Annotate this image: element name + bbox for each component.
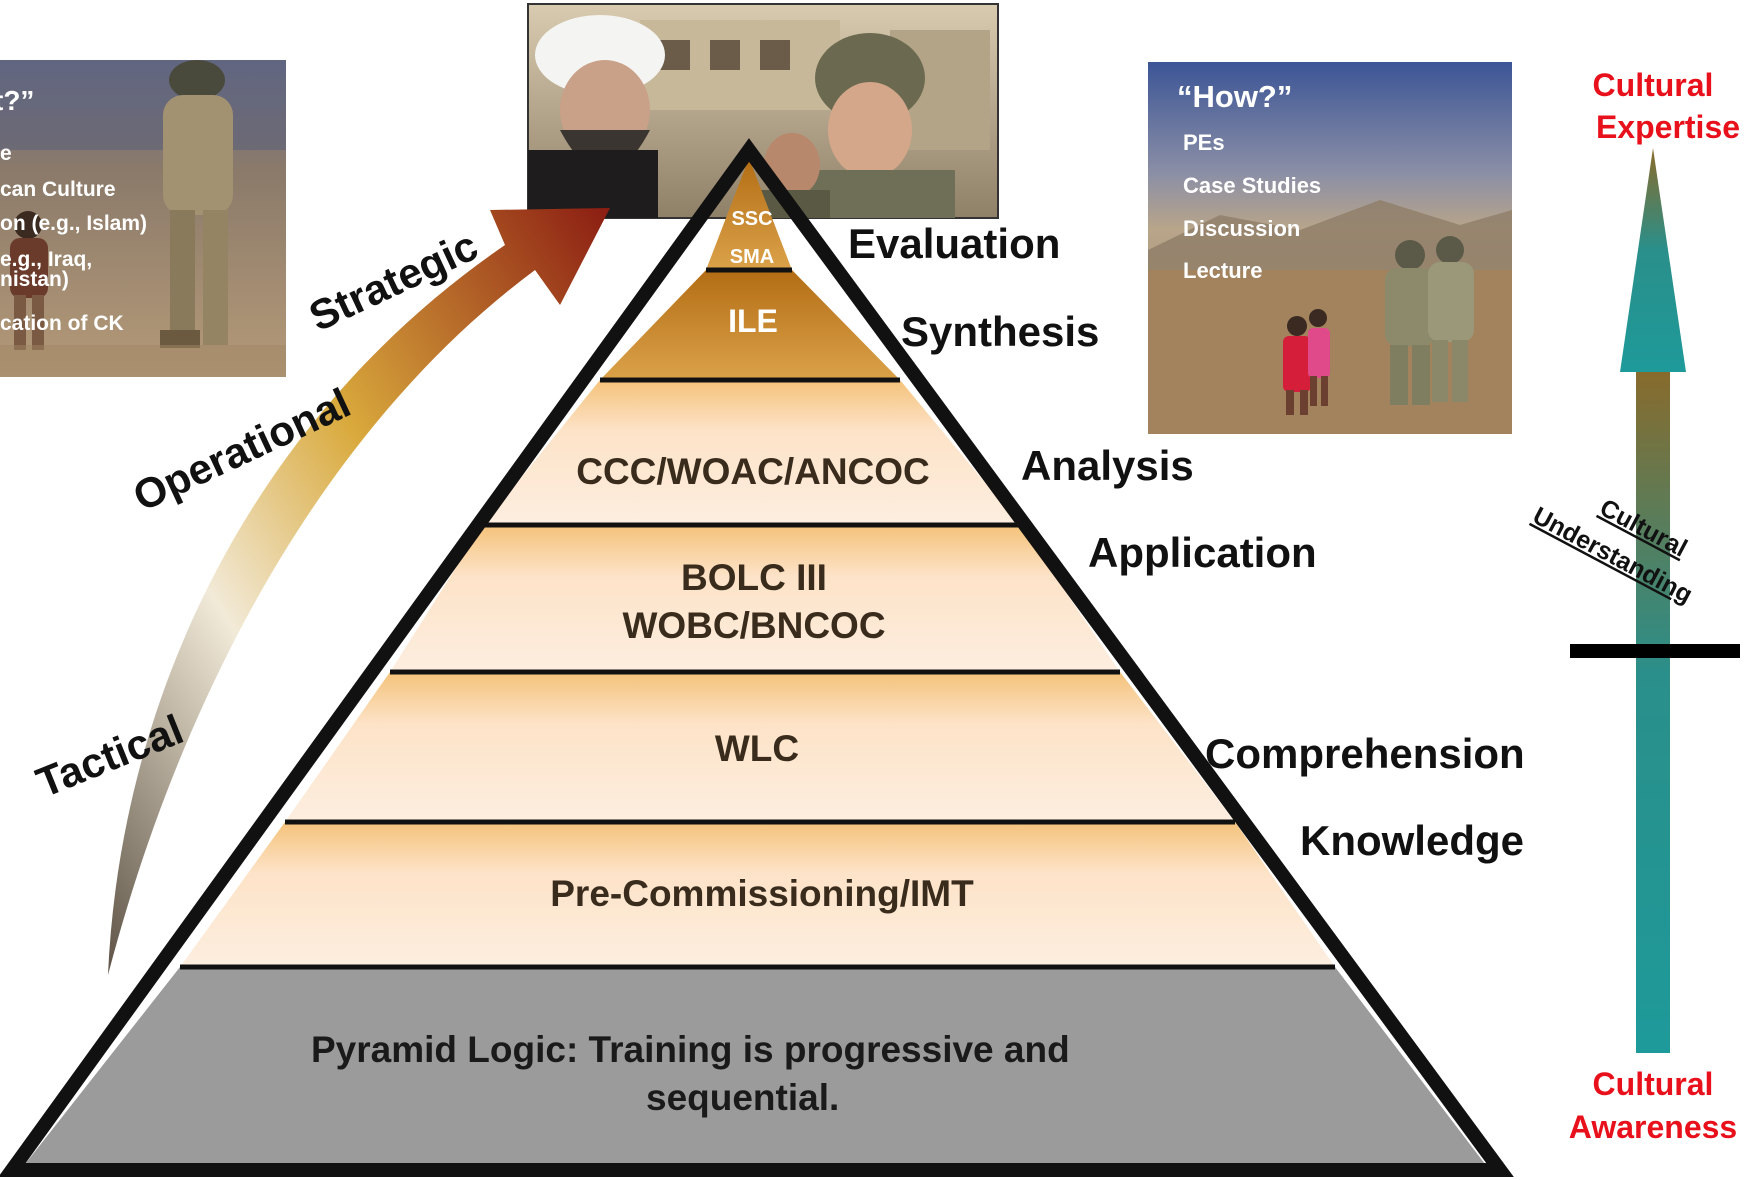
photo-right-title: “How?” <box>1177 79 1292 114</box>
tier-pre-commissioning <box>180 822 1335 967</box>
tier-ssc-label: SSC <box>731 208 772 230</box>
photo-top <box>527 3 999 219</box>
tier-wlc-label: WLC <box>715 728 799 769</box>
bloom-analysis: Analysis <box>1021 442 1194 489</box>
photo-right-item-1: PEs <box>1183 130 1225 155</box>
photo-left-item-1: e <box>0 142 12 165</box>
bloom-application: Application <box>1088 529 1317 576</box>
photo-right-item-2: Case Studies <box>1183 173 1321 198</box>
photo-left-item-4: e.g., Iraq, <box>0 248 92 271</box>
photo-right-item-3: Discussion <box>1183 216 1300 241</box>
understanding-marker <box>1570 644 1740 658</box>
tier-ccc <box>483 380 1020 525</box>
tier-wlc <box>285 672 1235 822</box>
tier-ccc-label: CCC/WOAC/ANCOC <box>576 451 930 492</box>
tier-ile <box>600 270 900 380</box>
photo-right-item-4: Lecture <box>1183 258 1262 283</box>
strategic-arc-arrow <box>108 208 610 975</box>
pyramid <box>0 138 1514 1177</box>
scale-bottom-line-1: Cultural <box>1593 1066 1714 1102</box>
photo-left-item-3: on (e.g., Islam) <box>0 212 147 235</box>
photo-right <box>1148 62 1512 434</box>
tier-bolc <box>390 525 1120 672</box>
base-text-line-1: Pyramid Logic: Training is progressive a… <box>311 1029 1070 1070</box>
tier-ile-label: ILE <box>728 303 778 339</box>
scale-top-line-1: Cultural <box>1593 67 1714 103</box>
bloom-synthesis: Synthesis <box>901 308 1099 355</box>
scale-bottom-line-2: Awareness <box>1569 1109 1737 1145</box>
photo-left-title: t?” <box>0 85 34 116</box>
photo-left <box>0 60 286 377</box>
bloom-evaluation: Evaluation <box>848 220 1060 267</box>
tier-sma-label: SMA <box>730 246 774 268</box>
cultural-scale-arrow <box>1620 148 1686 1053</box>
tier-bolc-label-1: BOLC III <box>681 557 827 598</box>
base-text-line-2: sequential. <box>646 1077 839 1118</box>
bloom-knowledge: Knowledge <box>1300 817 1524 864</box>
tier-ssc-sma <box>706 158 792 270</box>
bloom-comprehension: Comprehension <box>1205 730 1525 777</box>
scale-top-line-2: Expertise <box>1596 109 1740 145</box>
photo-left-item-2: can Culture <box>0 178 116 201</box>
tier-pre-label: Pre-Commissioning/IMT <box>550 873 974 914</box>
photo-left-item-6: cation of CK <box>0 312 124 335</box>
tier-bolc-label-2: WOBC/BNCOC <box>622 605 885 646</box>
tier-base <box>22 967 1488 1168</box>
photo-left-item-5: nistan) <box>0 268 69 291</box>
